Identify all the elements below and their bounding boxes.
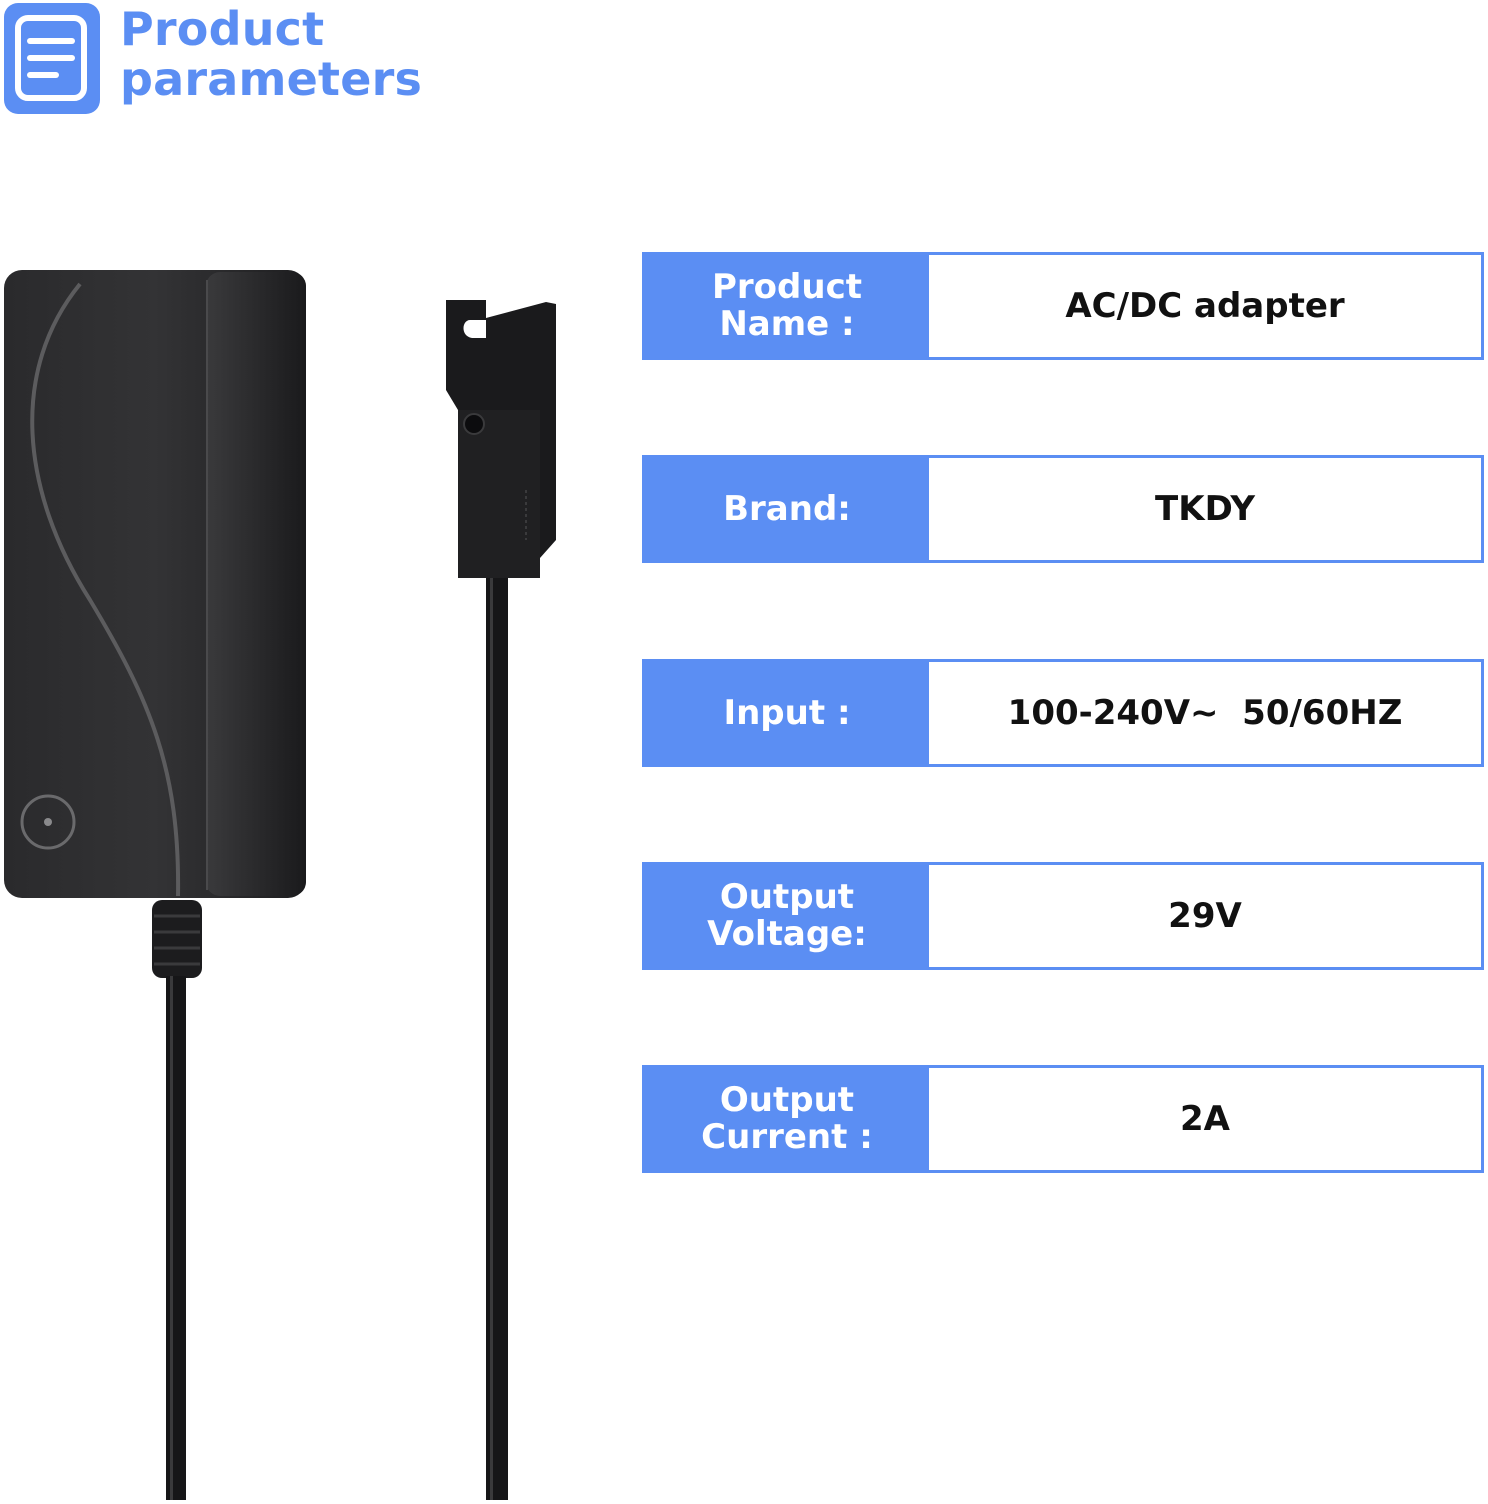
param-label: Input : [723, 692, 851, 733]
param-label-cell: Output Voltage: [645, 865, 929, 967]
param-label-cell: Brand: [645, 458, 929, 560]
page-title-line-1: Product [120, 2, 325, 56]
ac-dc-adapter-illustration [0, 240, 600, 1500]
param-label-cell: Output Current : [645, 1068, 929, 1170]
param-label: Output Current : [701, 1080, 873, 1157]
param-label: Output Voltage: [707, 877, 867, 954]
param-value: 100-240V~ 50/60HZ [1007, 693, 1403, 733]
param-label: Product Name : [712, 267, 862, 344]
param-row-brand: Brand: TKDY [642, 455, 1484, 563]
document-list-icon [4, 3, 100, 114]
param-row-input: Input : 100-240V~ 50/60HZ [642, 659, 1484, 767]
param-label: Brand: [723, 488, 851, 529]
param-row-output-current: Output Current : 2A [642, 1065, 1484, 1173]
param-value: AC/DC adapter [1065, 286, 1345, 326]
page-title-line-2: parameters [120, 52, 423, 106]
param-value: 29V [1168, 896, 1242, 936]
page-title: Product parameters [120, 4, 422, 104]
param-label-cell: Product Name : [645, 255, 929, 357]
param-value: 2A [1180, 1099, 1230, 1139]
param-value: TKDY [1155, 489, 1255, 529]
param-row-product-name: Product Name : AC/DC adapter [642, 252, 1484, 360]
param-label-cell: Input : [645, 662, 929, 764]
param-row-output-voltage: Output Voltage: 29V [642, 862, 1484, 970]
